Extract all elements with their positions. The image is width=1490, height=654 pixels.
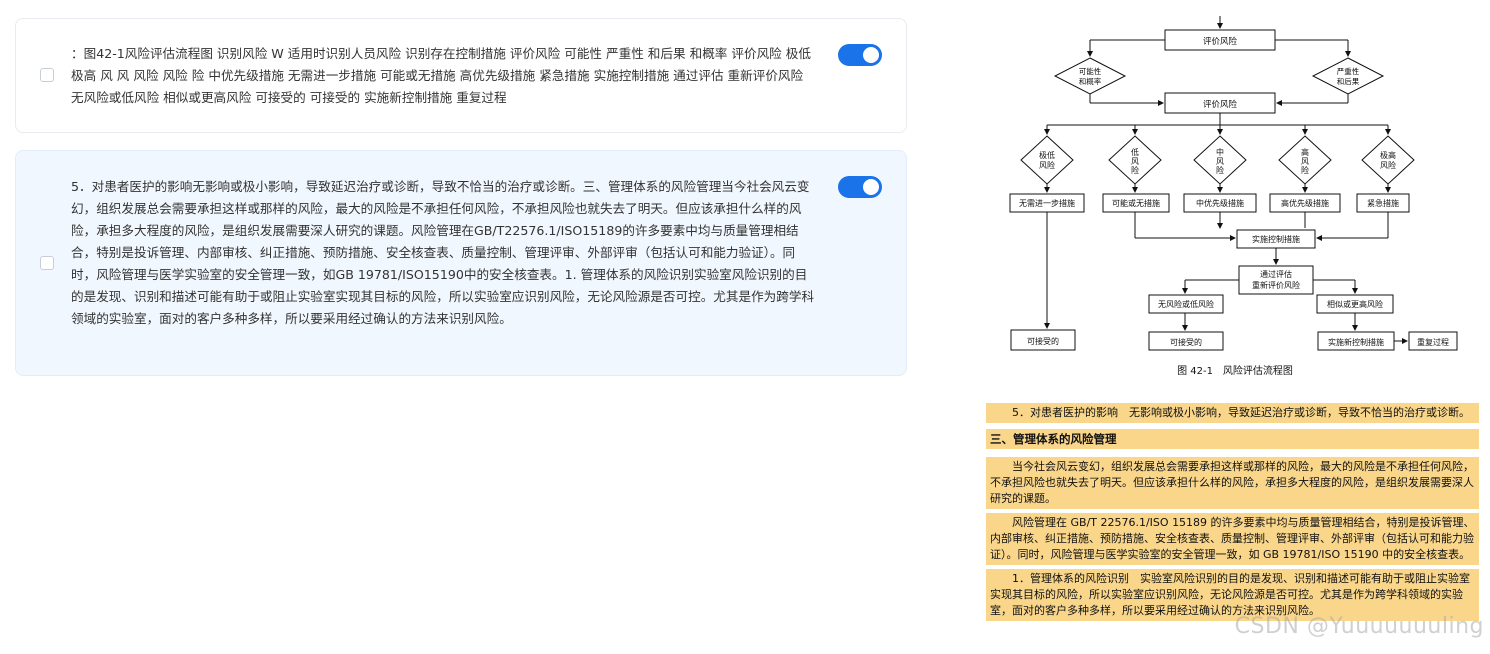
ocr-result-card-2[interactable]: 5．对患者医护的影响无影响或极小影响，导致延迟治疗或诊断，导致不恰当的治疗或诊断… — [15, 150, 907, 376]
diamond-probability-2: 和概率 — [1079, 76, 1102, 86]
low-risk-box: 无风险或低风险 — [1158, 299, 1214, 309]
action-urgent: 紧急措施 — [1367, 198, 1399, 208]
level-mid-1: 中 — [1216, 147, 1224, 157]
level-low-3: 险 — [1131, 165, 1139, 175]
csdn-watermark: CSDN @Yuuuuuuuling — [1234, 614, 1484, 639]
doc-heading: 三、管理体系的风险管理 — [986, 429, 1479, 449]
figure-caption: 图 42-1 风险评估流程图 — [1177, 364, 1293, 377]
doc-para-3: 风险管理在 GB/T 22576.1/ISO 15189 的许多要素中均与质量管… — [986, 513, 1479, 565]
acceptable-left: 可接受的 — [1027, 336, 1059, 346]
ocr-result-card-1[interactable]: ：图42-1风险评估流程图 识别风险 W 适用时识别人员风险 识别存在控制措施 … — [15, 18, 907, 133]
action-medium: 中优先级措施 — [1196, 198, 1244, 208]
level-low-1: 低 — [1131, 147, 1139, 157]
risk-assessment-flowchart: 评价风险 可能性 和概率 严重性 和后果 评价风险 极低 风险 低 风 险 中 … — [1009, 16, 1458, 377]
toggle-switch[interactable] — [838, 176, 882, 198]
reassess-2: 重新评价风险 — [1252, 280, 1300, 290]
toggle-knob — [863, 47, 879, 63]
card-text: 5．对患者医护的影响无影响或极小影响，导致延迟治疗或诊断，导致不恰当的治疗或诊断… — [71, 179, 815, 326]
level-high-3: 险 — [1301, 165, 1309, 175]
toggle-switch[interactable] — [838, 44, 882, 66]
level-mid-3: 险 — [1216, 165, 1224, 175]
doc-para-4: 1．管理体系的风险识别 实验室风险识别的目的是发现、识别和描述可能有助于或阻止实… — [986, 569, 1479, 621]
reassess-1: 通过评估 — [1260, 269, 1292, 279]
middle-eval-box: 评价风险 — [1203, 99, 1238, 110]
new-control-box: 实施新控制措施 — [1328, 337, 1384, 347]
select-checkbox[interactable] — [40, 256, 54, 270]
source-document: 5．对患者医护的影响 无影响或极小影响，导致延迟治疗或诊断，导致不恰当的治疗或诊… — [986, 403, 1479, 625]
level-very-low-1: 极低 — [1039, 150, 1055, 160]
diamond-severity-2: 和后果 — [1337, 76, 1360, 86]
acceptable-mid: 可接受的 — [1170, 337, 1202, 347]
implement-control: 实施控制措施 — [1252, 234, 1300, 244]
doc-para-2: 当今社会风云变幻，组织发展总会需要承担这样或那样的风险，最大的风险是不承担任何风… — [986, 457, 1479, 509]
repeat-box: 重复过程 — [1417, 337, 1449, 347]
doc-para-1: 5．对患者医护的影响 无影响或极小影响，导致延迟治疗或诊断，导致不恰当的治疗或诊… — [986, 403, 1479, 423]
level-very-low-2: 风险 — [1039, 160, 1055, 170]
action-none: 无需进一步措施 — [1019, 198, 1075, 208]
diamond-probability-1: 可能性 — [1079, 66, 1102, 76]
action-possible: 可能或无措施 — [1112, 198, 1160, 208]
level-low-2: 风 — [1131, 157, 1139, 166]
diamond-severity-1: 严重性 — [1337, 66, 1360, 76]
card-text: ：图42-1风险评估流程图 识别风险 W 适用时识别人员风险 识别存在控制措施 … — [71, 46, 811, 105]
level-high-1: 高 — [1301, 147, 1309, 157]
toggle-knob — [863, 179, 879, 195]
level-high-2: 风 — [1301, 157, 1309, 166]
level-mid-2: 风 — [1216, 157, 1224, 166]
top-eval-box: 评价风险 — [1203, 36, 1238, 47]
similar-risk-box: 相似或更高风险 — [1327, 299, 1383, 309]
level-very-high-2: 风险 — [1380, 160, 1396, 170]
select-checkbox[interactable] — [40, 68, 54, 82]
level-very-high-1: 极高 — [1380, 150, 1396, 160]
action-high: 高优先级措施 — [1281, 198, 1329, 208]
